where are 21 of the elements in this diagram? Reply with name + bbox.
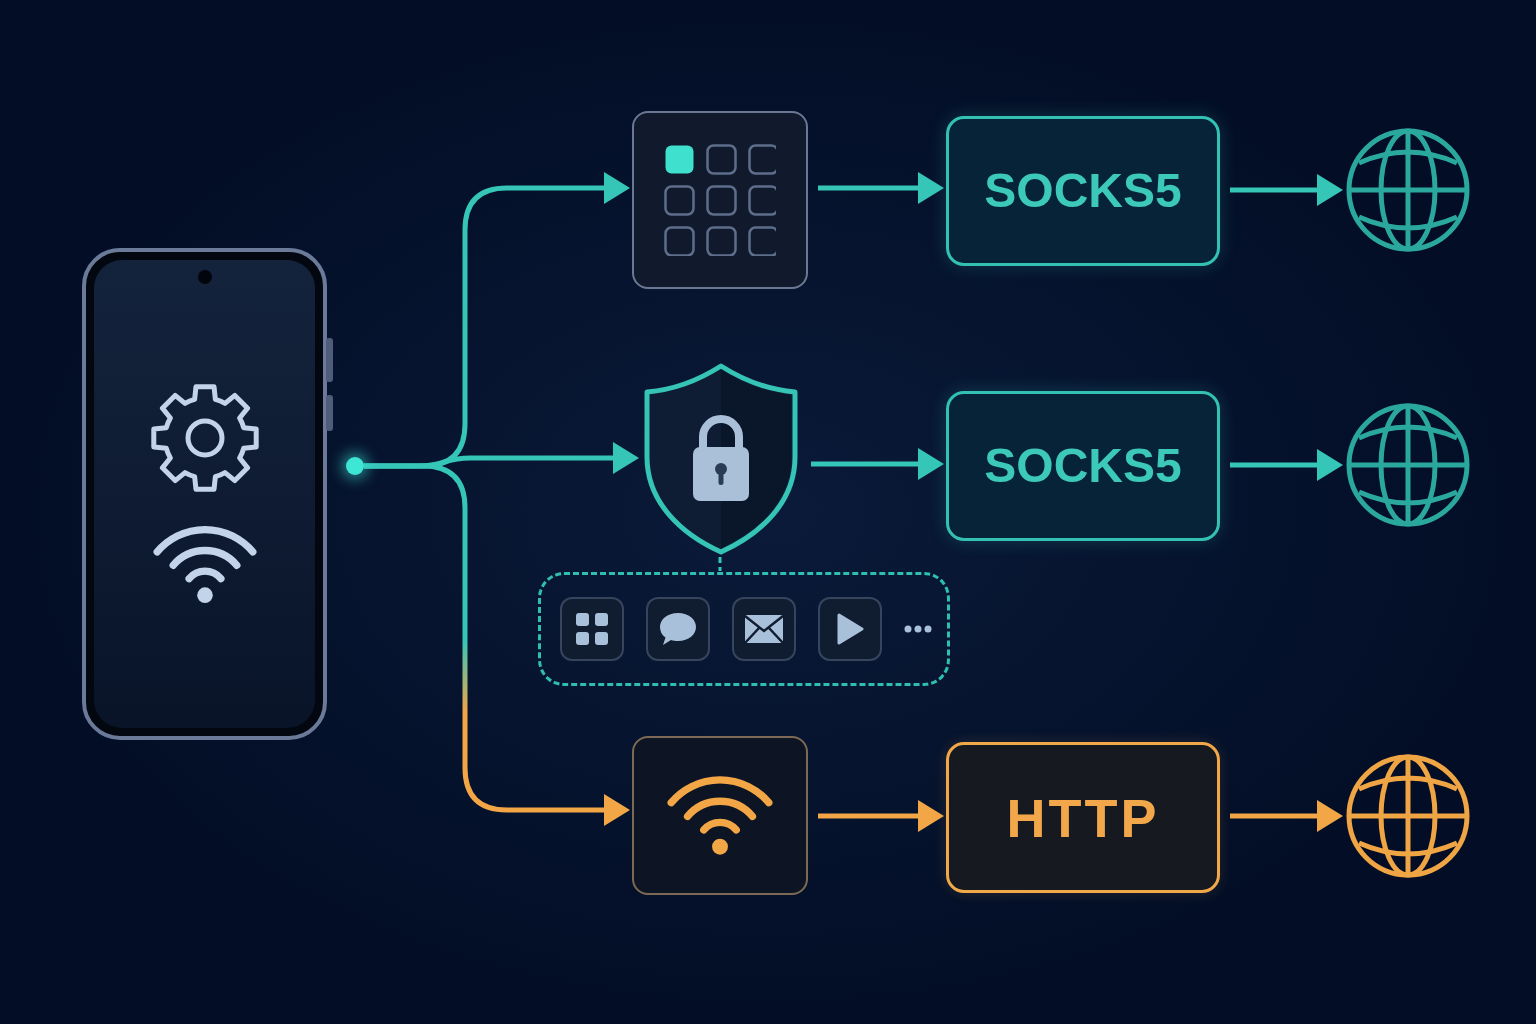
globe-icon (1345, 402, 1471, 528)
protocol-box (946, 742, 1220, 893)
globe-icon (1345, 753, 1471, 879)
arrow (811, 448, 944, 480)
arrow (1230, 174, 1343, 206)
arrow (818, 172, 944, 204)
arrow (1230, 449, 1343, 481)
protocol-label: SOCKS5 (984, 167, 1182, 215)
protocol-label: HTTP (1006, 790, 1160, 845)
wifi-tile (632, 736, 808, 895)
globe-icon (1345, 127, 1471, 253)
arrow (818, 800, 944, 832)
protocol-label: SOCKS5 (984, 442, 1182, 490)
app-tile (632, 111, 808, 289)
dashed-frame (538, 572, 950, 686)
protocol-box (946, 116, 1220, 266)
connector-line (718, 557, 722, 571)
protocol-box (946, 391, 1220, 541)
arrow (1230, 800, 1343, 832)
arrow (364, 463, 630, 826)
smartphone (82, 248, 334, 740)
